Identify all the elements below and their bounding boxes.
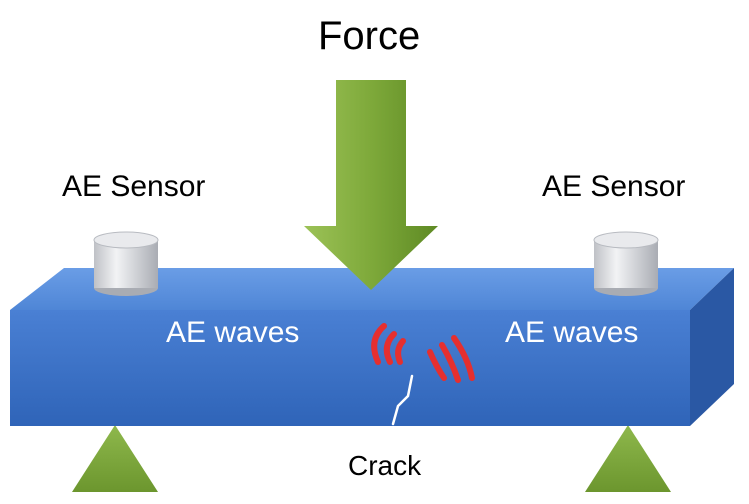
beam <box>10 268 734 426</box>
support-left <box>72 425 158 492</box>
crack-line <box>391 374 414 426</box>
wave-arc <box>427 349 447 381</box>
wave-arc <box>451 335 475 381</box>
wave-arc <box>383 331 397 365</box>
beam-front-face <box>10 310 690 426</box>
ae-wave-arcs-right <box>427 335 475 383</box>
ae-sensor-right-label: AE Sensor <box>542 170 686 203</box>
ae-waves-right-label: AE waves <box>505 316 639 349</box>
wave-arc <box>439 342 461 383</box>
force-label: Force <box>318 14 421 58</box>
beam-side-face <box>690 268 734 426</box>
ae-sensor-left <box>93 231 159 296</box>
ae-waves-left-label: AE waves <box>166 316 300 349</box>
force-arrow <box>304 80 438 290</box>
ae-wave-arcs-left <box>371 323 406 365</box>
support-right <box>585 425 671 492</box>
wave-arc <box>371 323 387 365</box>
ae-sensor-left-label: AE Sensor <box>62 170 206 203</box>
crack-label: Crack <box>348 450 422 481</box>
ae-sensor-right <box>593 231 659 296</box>
wave-arc <box>395 338 406 365</box>
